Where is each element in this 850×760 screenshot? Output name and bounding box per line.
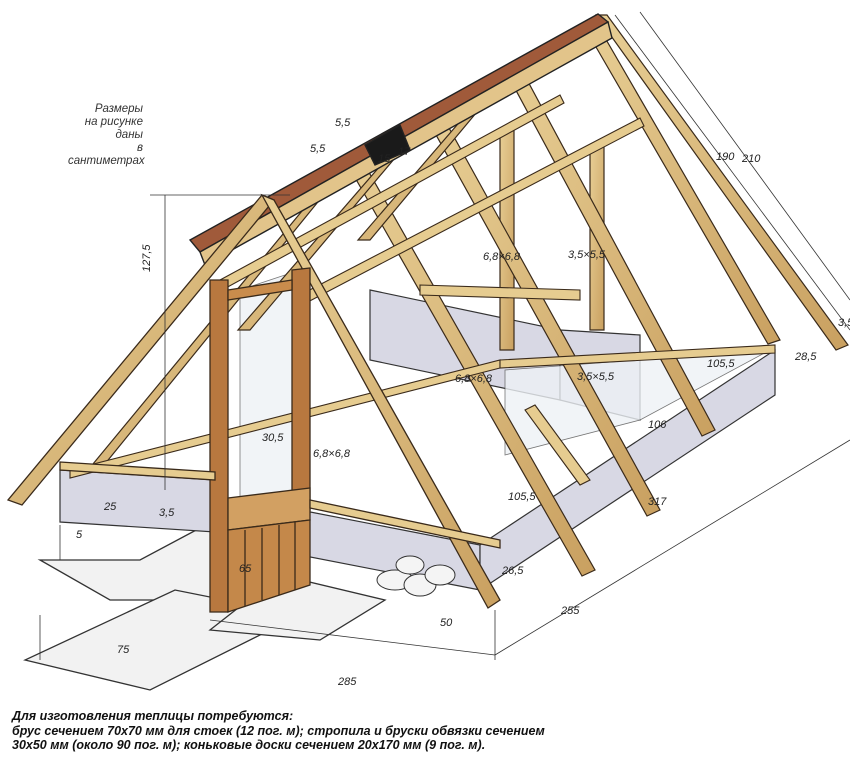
- dim-slab: 75: [117, 644, 130, 656]
- dim-door-window: 30,5: [262, 432, 284, 444]
- stones: [376, 555, 456, 597]
- units-note-line: в сантиметрах: [68, 142, 145, 167]
- interior-bars: [419, 284, 591, 486]
- dim-bar-1: 3,5×5,5: [568, 249, 606, 261]
- units-note: Размеры на рисунке даны в сантиметрах: [68, 103, 145, 168]
- dim-side-1: 105,5: [707, 358, 735, 370]
- dim-wall-corner: 26,5: [501, 565, 524, 577]
- paving-slabs: [23, 518, 387, 691]
- dim-post-2: 6,8×6,8: [455, 373, 493, 385]
- dim-eave-t: 3,5: [838, 317, 850, 329]
- dim-ridge-b: 5,5: [310, 143, 326, 155]
- front-gable: [6, 193, 501, 613]
- dim-step: 50: [440, 617, 453, 629]
- dim-ridge-d: 17: [398, 146, 411, 158]
- dim-plinth: 5: [76, 529, 83, 541]
- units-note-line: Размеры: [94, 103, 143, 115]
- dim-rafter-outer: 210: [741, 153, 761, 165]
- materials-caption: Для изготовления теплицы потребуются: бр…: [12, 709, 545, 753]
- dim-post-3: 6,8×6,8: [313, 448, 351, 460]
- dim-side-2: 105,5: [508, 491, 536, 503]
- dim-post-1: 6,8×6,8: [483, 251, 521, 263]
- dim-wall-h: 25: [103, 501, 117, 513]
- dim-eave: 28,5: [794, 351, 817, 363]
- dim-ridge-c: 15: [378, 153, 391, 165]
- units-note-line: на рисунке даны: [84, 116, 143, 141]
- caption-line: Для изготовления теплицы потребуются:: [12, 709, 294, 723]
- dim-door-panel: 65: [239, 563, 252, 575]
- dimension-lines: [39, 11, 850, 660]
- dim-ridge-a: 5,5: [335, 117, 351, 129]
- dim-height: 127,5: [141, 244, 153, 272]
- dim-length-base: 255: [560, 605, 580, 617]
- dim-length-top: 317: [648, 496, 667, 508]
- purlins: [69, 94, 776, 479]
- dim-bar-2: 3,5×5,5: [577, 371, 615, 383]
- caption-line: 30х50 мм (около 90 пог. м); коньковые до…: [12, 738, 486, 752]
- dim-rafter-inner: 190: [716, 151, 735, 163]
- dim-wall-t: 3,5: [159, 507, 175, 519]
- ridge-board: [188, 13, 613, 267]
- dim-side-3: 106: [648, 419, 667, 431]
- dim-width: 285: [337, 676, 357, 688]
- caption-line: брус сечением 70х70 мм для стоек (12 пог…: [12, 723, 545, 738]
